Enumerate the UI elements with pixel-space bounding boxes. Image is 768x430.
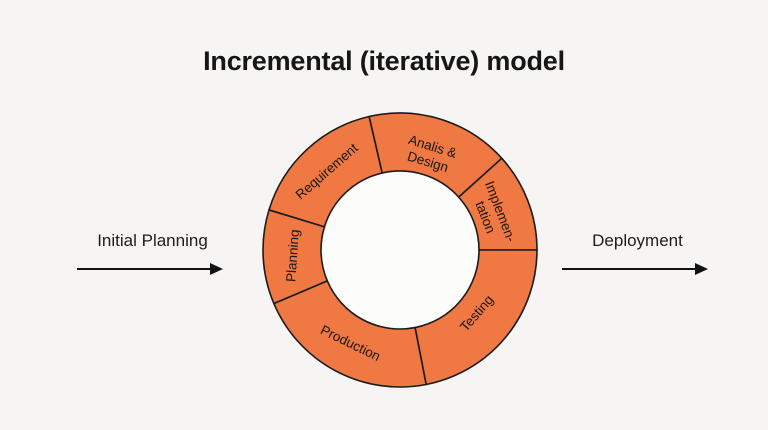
segment-production [273,280,427,388]
deployment-flow: Deployment [560,231,715,275]
flow-label-deployment: Deployment [592,231,683,250]
segment-testing [414,249,538,386]
arrow-head-icon [210,263,223,275]
arrow-right-icon [75,263,223,275]
arrow-shaft [77,268,211,270]
segment-label: Planning [283,229,302,282]
initial-planning-flow: Initial Planning [75,231,230,275]
arrow-right-icon [560,263,708,275]
segment-analis-design [368,112,503,198]
arrow-shaft [562,268,696,270]
donut-hole [322,172,478,328]
diagram-title: Incremental (iterative) model [203,46,565,76]
flow-label-initial-planning: Initial Planning [97,231,208,250]
segment-implementation [457,157,538,251]
segment-planning [262,209,329,305]
arrow-head-icon [695,263,708,275]
